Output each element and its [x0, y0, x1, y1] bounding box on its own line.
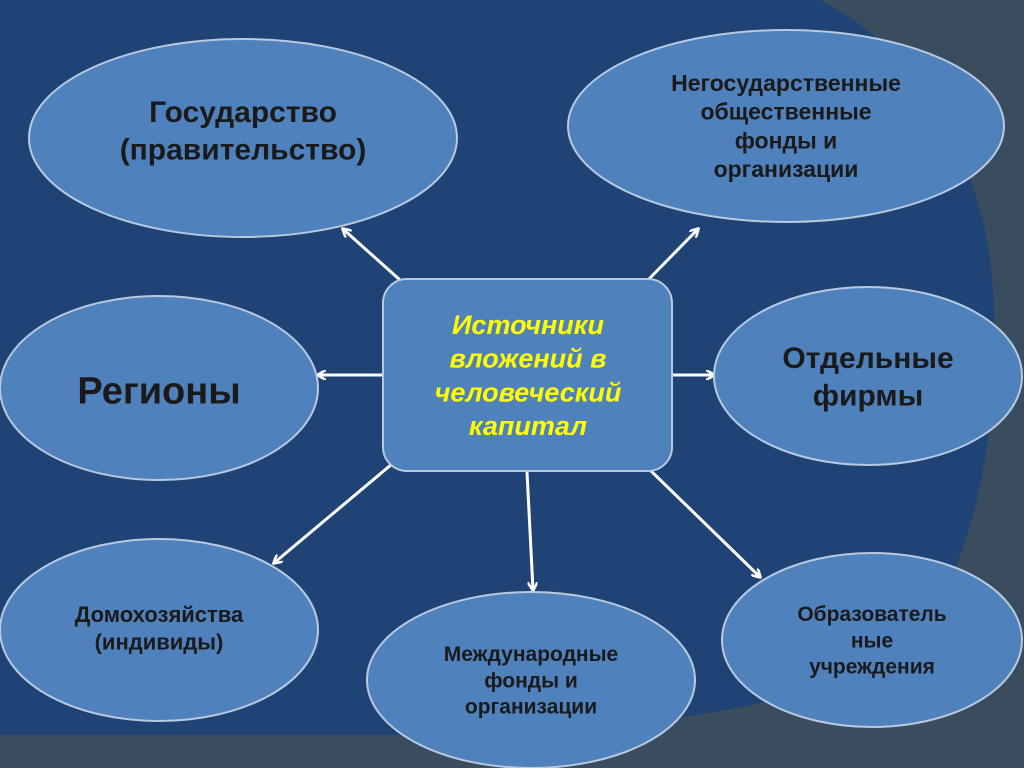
node-domokhozyaystva-label: Домохозяйства(индивиды) — [75, 602, 244, 655]
label-line: (индивиды) — [95, 629, 224, 654]
label-line: фонды и — [735, 127, 838, 153]
label-line: Государство — [149, 96, 337, 129]
node-regiony: Регионы — [0, 295, 319, 481]
label-line: вложений в — [450, 344, 607, 374]
node-obrazovatelnye-label: Образователь ные учреждения — [797, 603, 946, 679]
node-obrazovatelnye: Образователь ные учреждения — [721, 552, 1023, 728]
label-line: организации — [465, 696, 597, 719]
label-line: ные — [851, 629, 893, 652]
label-line: капитал — [469, 411, 587, 441]
node-mezhdunarodnye-label: Международные фонды и организации — [444, 643, 618, 719]
label-line: организации — [714, 156, 859, 182]
label-line: общественные — [700, 99, 871, 125]
label-line: учреждения — [809, 656, 935, 679]
arrow-to-domokhozyaystva — [274, 462, 393, 563]
node-gosudarstvo-label: Государство (правительство) — [120, 96, 367, 167]
arrow-to-mezhdunarodnye — [525, 471, 533, 590]
label-line: Негосударственные — [671, 70, 901, 96]
arrows — [274, 229, 760, 590]
node-regiony-label: Регионы — [77, 370, 240, 412]
label-line: Образователь — [797, 603, 946, 626]
label-line: (правительство) — [120, 133, 367, 166]
label-line: Международные — [444, 643, 618, 666]
label-line: Домохозяйства — [75, 602, 244, 627]
node-mezhdunarodnye: Международные фонды и организации — [366, 591, 696, 768]
label-line: Отдельные — [782, 342, 953, 375]
label-line: Источники — [452, 310, 604, 340]
label-line: Регионы — [77, 370, 240, 412]
label-line: фонды и — [484, 669, 578, 692]
label-line: человеческий — [435, 377, 622, 407]
arrow-to-negosudarstvennye — [646, 229, 698, 282]
node-gosudarstvo: Государство (правительство) — [28, 38, 458, 238]
node-domokhozyaystva: Домохозяйства(индивиды) — [0, 538, 319, 722]
arrow-to-gosudarstvo — [343, 229, 402, 282]
node-firmy: Отдельные фирмы — [713, 286, 1023, 466]
node-firmy-label: Отдельные фирмы — [782, 342, 953, 413]
label-line: фирмы — [813, 379, 923, 412]
arrow-to-obrazovatelnye — [648, 468, 760, 577]
